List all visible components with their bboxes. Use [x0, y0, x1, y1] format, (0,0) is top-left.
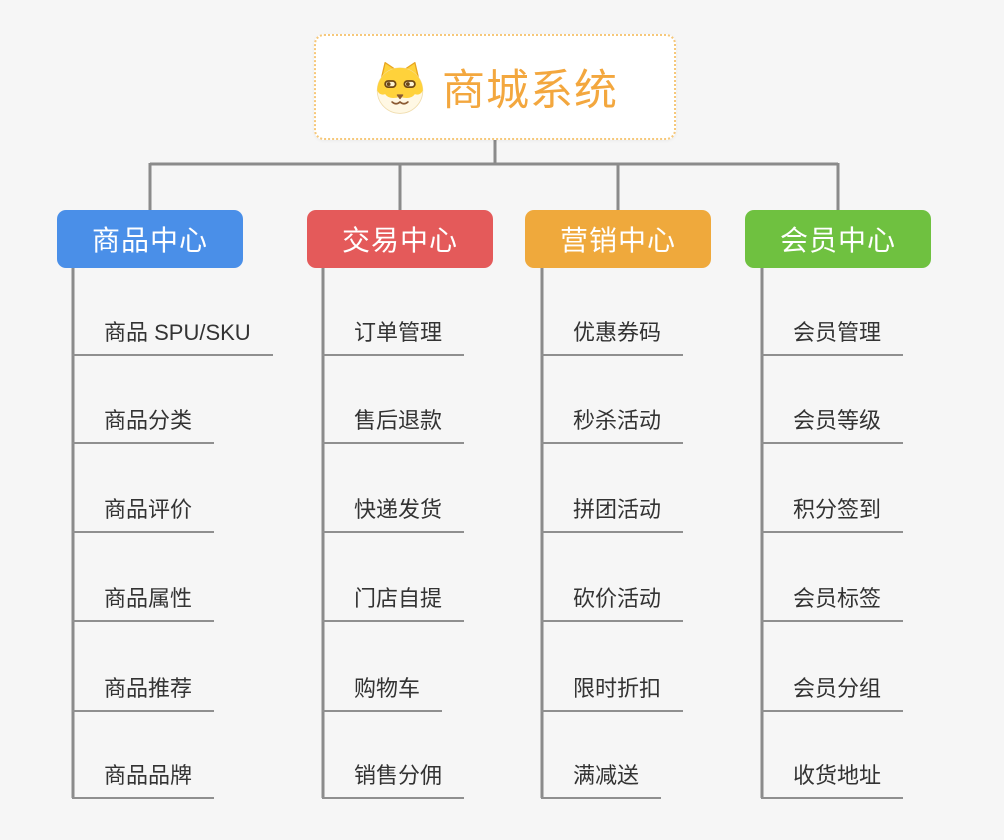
branch-node-member-center[interactable]: 会员中心	[745, 210, 931, 268]
branch-label: 会员中心	[779, 225, 896, 256]
leaf-item[interactable]: 购物车	[322, 676, 443, 712]
leaf-item[interactable]: 商品品牌	[72, 763, 215, 799]
branch-node-marketing-center[interactable]: 营销中心	[525, 210, 711, 268]
branch-label: 商品中心	[91, 225, 208, 256]
leaf-item[interactable]: 积分签到	[761, 497, 904, 533]
leaf-item[interactable]: 会员标签	[761, 586, 904, 622]
leaf-item[interactable]: 商品属性	[72, 586, 215, 622]
leaf-item[interactable]: 会员管理	[761, 320, 904, 356]
leaf-item[interactable]: 满减送	[541, 763, 662, 799]
branch-label: 交易中心	[341, 225, 458, 256]
leaf-item[interactable]: 商品推荐	[72, 676, 215, 712]
dog-face-icon	[376, 61, 424, 114]
leaf-item[interactable]: 会员等级	[761, 408, 904, 444]
leaf-item[interactable]: 商品评价	[72, 497, 215, 533]
leaf-item[interactable]: 门店自提	[322, 586, 465, 622]
leaf-item[interactable]: 售后退款	[322, 408, 465, 444]
leaf-item[interactable]: 销售分佣	[322, 763, 465, 799]
leaf-item[interactable]: 快递发货	[322, 497, 465, 533]
root-title: 商城系统	[442, 67, 618, 115]
leaf-item[interactable]: 商品分类	[72, 408, 215, 444]
leaf-item[interactable]: 订单管理	[322, 320, 465, 356]
leaf-item[interactable]: 收货地址	[761, 763, 904, 799]
leaf-item[interactable]: 秒杀活动	[541, 408, 684, 444]
root-node[interactable]: 商城系统	[314, 34, 676, 140]
leaf-item[interactable]: 优惠券码	[541, 320, 684, 356]
branch-node-product-center[interactable]: 商品中心	[57, 210, 243, 268]
leaf-item[interactable]: 会员分组	[761, 676, 904, 712]
leaf-item[interactable]: 拼团活动	[541, 497, 684, 533]
branch-label: 营销中心	[559, 225, 676, 256]
leaf-item[interactable]: 砍价活动	[541, 586, 684, 622]
branch-node-trade-center[interactable]: 交易中心	[307, 210, 493, 268]
leaf-item[interactable]: 商品 SPU/SKU	[72, 320, 273, 356]
leaf-item[interactable]: 限时折扣	[541, 676, 684, 712]
